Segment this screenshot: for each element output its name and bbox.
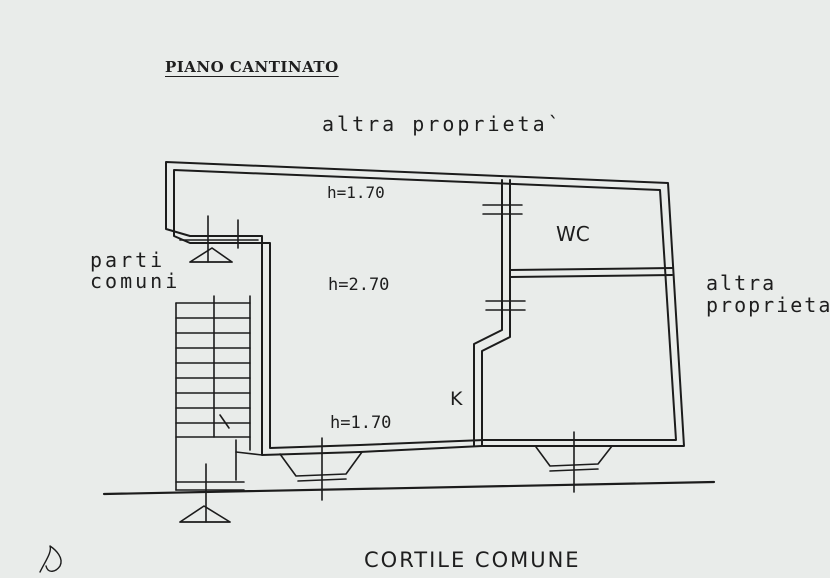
kitchen-mark-label: K — [450, 388, 463, 410]
window-well-right — [535, 431, 613, 493]
window-well-left — [279, 437, 363, 501]
height-label-top: h=1.70 — [327, 183, 385, 202]
common-parts-label-line1: parti — [90, 248, 166, 272]
staircase — [175, 295, 251, 491]
common-parts-label-line2: comuni — [90, 269, 181, 293]
courtyard-label: CORTILE COMUNE — [364, 548, 581, 572]
neighbor-right-line2: proprieta` — [706, 293, 830, 317]
outer-wall — [165, 161, 685, 456]
common-parts-label: parti comuni — [90, 250, 180, 292]
door-ticks — [482, 204, 526, 311]
height-label-middle: h=2.70 — [328, 275, 390, 295]
stair-landing — [179, 215, 259, 263]
plan-title: PIANO CANTINATO — [165, 58, 339, 76]
signature-mark — [39, 545, 62, 573]
courtyard-ground-line — [102, 480, 716, 496]
neighbor-right-line1: altra — [706, 271, 777, 295]
stair-entry — [175, 451, 263, 523]
wc-partition-wall — [509, 267, 673, 278]
height-label-bottom: h=1.70 — [330, 413, 392, 433]
wc-room-label: WC — [556, 222, 590, 246]
internal-partition-wall — [473, 179, 511, 447]
neighbor-property-right-label: altra proprieta` — [706, 272, 830, 316]
neighbor-property-top-label: altra proprieta` — [322, 112, 563, 136]
